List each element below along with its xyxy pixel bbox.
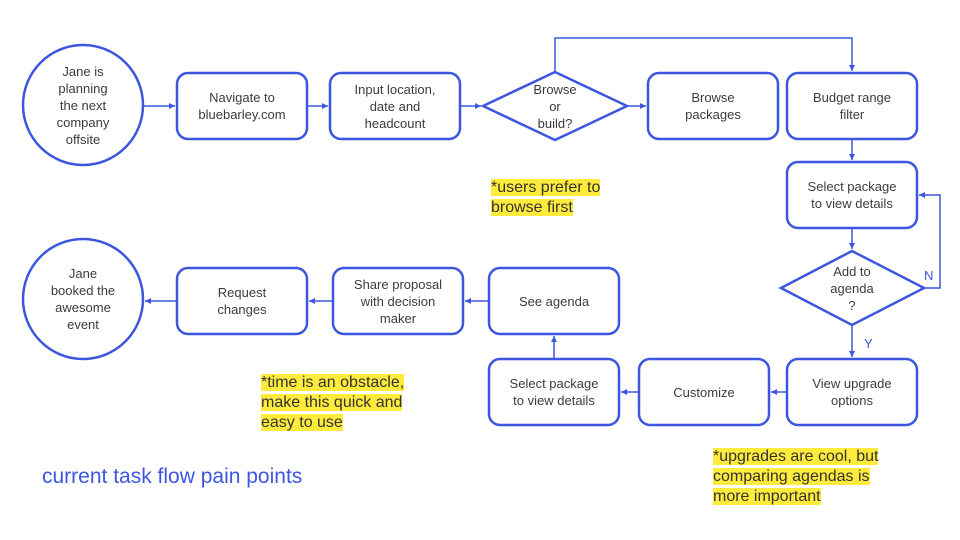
- input-node: Input location, date and headcount: [354, 81, 436, 131]
- select-package-2-node: Select package to view details: [509, 376, 599, 408]
- edge-label-yes: Y: [864, 336, 873, 351]
- browse-packages-node: Browse packages: [685, 90, 741, 122]
- end-node-shape: [21, 237, 145, 361]
- budget-filter-node: Budget range filter: [812, 90, 892, 122]
- note-upgrades-text: *upgrades are cool, but comparing agenda…: [713, 448, 879, 505]
- browse-decision-shape: [480, 70, 630, 142]
- arrow-build-to-budget: [554, 37, 855, 72]
- end-node: Jane booked the awesome event: [50, 266, 116, 332]
- note-time-obstacle-text: *time is an obstacle, make this quick an…: [261, 374, 405, 431]
- customize-node: Customize: [673, 384, 735, 400]
- browse-decision: Browse or build?: [533, 81, 577, 131]
- navigate-node: Navigate to bluebarley.com: [198, 90, 286, 122]
- share-proposal-node: Share proposal with decision maker: [353, 276, 443, 326]
- add-decision: Add to agenda ?: [830, 263, 874, 313]
- select-package-1-node: Select package to view details: [807, 179, 897, 211]
- see-agenda-node: See agenda: [518, 293, 590, 309]
- note-upgrades: *upgrades are cool, but comparing agenda…: [713, 447, 879, 507]
- view-upgrades-node: View upgrade options: [812, 376, 892, 408]
- edge-label-no: N: [924, 268, 934, 283]
- note-time-obstacle: *time is an obstacle, make this quick an…: [261, 373, 405, 433]
- note-browse-first-text: *users prefer to browse first: [491, 179, 601, 216]
- browse-packages-shape: [646, 71, 780, 141]
- start-node-shape: [21, 43, 145, 167]
- page-title: current task flow pain points: [42, 465, 303, 488]
- arrow-add-no-loop: [919, 192, 941, 289]
- note-browse-first: *users prefer to browse first: [491, 178, 601, 218]
- start-node: Jane is planning the next company offsit…: [56, 63, 110, 147]
- request-changes-node: Request changes: [217, 285, 267, 317]
